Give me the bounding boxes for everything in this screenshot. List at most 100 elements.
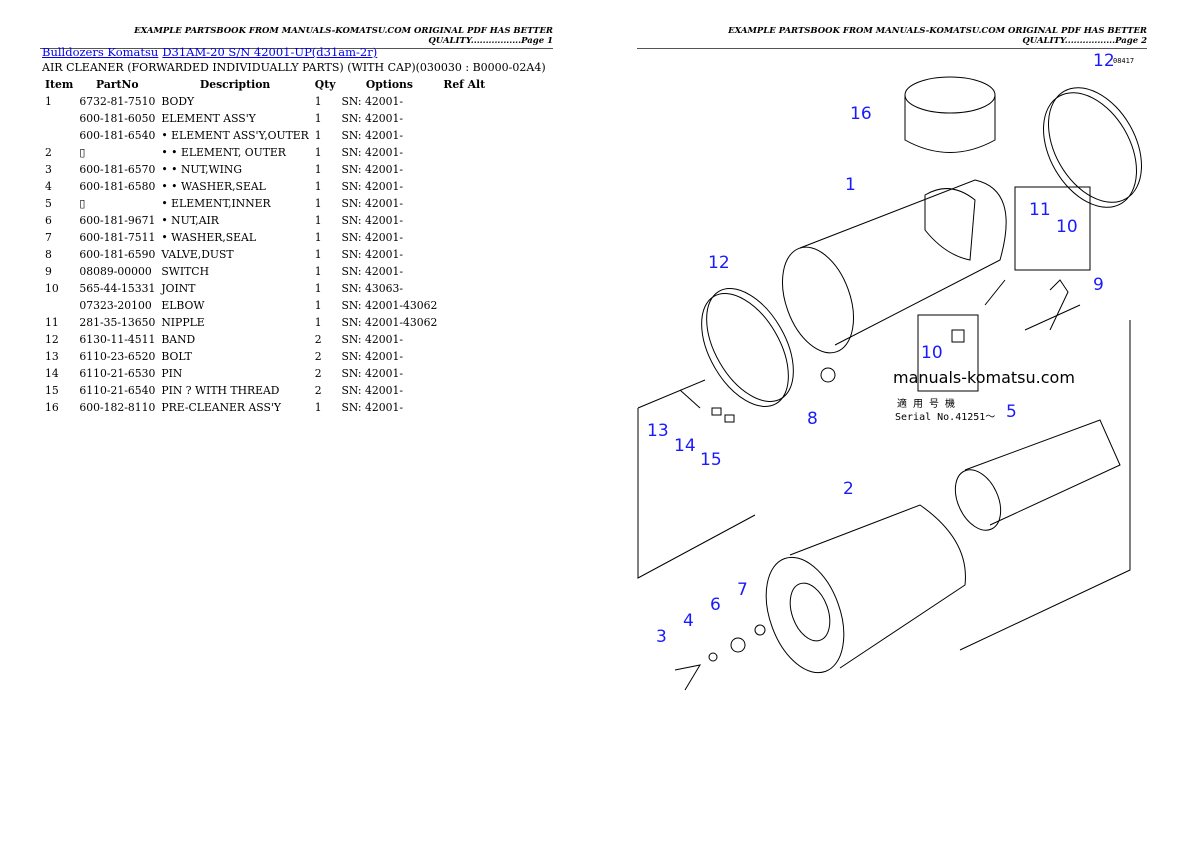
callout-11: 11 (1029, 200, 1051, 220)
cell-item: 12 (45, 333, 59, 346)
callout-6: 6 (710, 595, 721, 615)
cell-qty: 1 (314, 129, 322, 142)
cell-options: SN: 42001- (341, 333, 403, 346)
cell-description: • ELEMENT,INNER (161, 197, 271, 210)
cell-description: ELBOW (161, 299, 205, 312)
section-title: AIR CLEANER (FORWARDED INDIVIDUALLY PART… (42, 61, 546, 74)
callout-7: 7 (737, 580, 748, 600)
cell-qty: 1 (314, 401, 322, 414)
cell-options: SN: 42001- (341, 384, 403, 397)
breadcrumb-link-model[interactable]: D31AM-20 S/N 42001-UP(d31am-2r) (162, 45, 378, 59)
cell-options: SN: 42001- (341, 197, 403, 210)
cell-description: • • NUT,WING (161, 163, 242, 176)
cell-item: 11 (45, 316, 59, 329)
cell-description: • NUT,AIR (161, 214, 219, 227)
column-header: Ref Alt (443, 78, 486, 91)
column-header: Options (365, 78, 413, 91)
cell-item: 4 (45, 180, 52, 193)
cell-qty: 1 (314, 197, 322, 210)
callout-10: 10 (921, 343, 943, 363)
cell-qty: 1 (314, 265, 322, 278)
page-header-right: EXAMPLE PARTSBOOK FROM MANUALS-KOMATSU.C… (637, 26, 1147, 49)
cell-qty: 1 (314, 316, 322, 329)
cell-description: JOINT (161, 282, 196, 295)
cell-description: ELEMENT ASS'Y (161, 112, 256, 125)
cell-qty: 1 (314, 163, 322, 176)
cell-options: SN: 42001- (341, 146, 403, 159)
callout-5: 5 (1006, 402, 1017, 422)
cell-description: BODY (161, 95, 195, 108)
cell-qty: 2 (314, 367, 322, 380)
cell-description: • • ELEMENT, OUTER (161, 146, 286, 159)
cell-qty: 1 (314, 299, 322, 312)
cell-partno: 6110-21-6530 (79, 367, 156, 380)
cell-item: 14 (45, 367, 59, 380)
cell-options: SN: 42001- (341, 248, 403, 261)
cell-description: PRE-CLEANER ASS'Y (161, 401, 281, 414)
cell-description: VALVE,DUST (161, 248, 234, 261)
callout-10: 10 (1056, 217, 1078, 237)
breadcrumb-link-brand[interactable]: Bulldozers Komatsu (42, 45, 159, 59)
cell-partno: 600-182-8110 (79, 401, 156, 414)
cell-partno: 08089-00000 (79, 265, 152, 278)
serial-text: Serial No.41251～ (895, 412, 995, 423)
cell-item: 13 (45, 350, 59, 363)
cell-options: SN: 42001-43062 (341, 299, 438, 312)
cell-partno: 6732-81-7510 (79, 95, 156, 108)
callout-8: 8 (807, 409, 818, 429)
cell-options: SN: 42001- (341, 163, 403, 176)
column-header: PartNo (96, 78, 139, 91)
cell-item: 5 (45, 197, 52, 210)
cell-qty: 1 (314, 231, 322, 244)
cell-description: • • WASHER,SEAL (161, 180, 266, 193)
callout-3: 3 (656, 627, 667, 647)
cell-partno: 600-181-6050 (79, 112, 156, 125)
cell-partno: 600-181-6590 (79, 248, 156, 261)
cell-options: SN: 42001- (341, 350, 403, 363)
cell-description: • WASHER,SEAL (161, 231, 257, 244)
cell-item: 7 (45, 231, 52, 244)
cell-options: SN: 42001- (341, 231, 403, 244)
callout-13: 13 (647, 421, 669, 441)
cell-item: 1 (45, 95, 52, 108)
cell-partno: 565-44-15331 (79, 282, 156, 295)
cell-qty: 1 (314, 180, 322, 193)
cell-partno: 600-181-6570 (79, 163, 156, 176)
callout-12: 12 (1093, 51, 1115, 71)
cell-qty: 2 (314, 333, 322, 346)
cell-options: SN: 42001- (341, 180, 403, 193)
cell-options: SN: 42001- (341, 214, 403, 227)
cell-description: • ELEMENT ASS'Y,OUTER (161, 129, 309, 142)
cell-partno: 600-181-9671 (79, 214, 156, 227)
cell-description: BAND (161, 333, 196, 346)
cell-qty: 1 (314, 282, 322, 295)
cell-options: SN: 42001- (341, 265, 403, 278)
cell-item: 2 (45, 146, 52, 159)
cell-item: 16 (45, 401, 59, 414)
cell-item: 9 (45, 265, 52, 278)
cell-partno: 6110-23-6520 (79, 350, 156, 363)
cell-partno: 6130-11-4511 (79, 333, 156, 346)
cell-item: 8 (45, 248, 52, 261)
cell-qty: 1 (314, 214, 322, 227)
cell-qty: 1 (314, 248, 322, 261)
diagram-drawing (637, 76, 1142, 691)
callout-2: 2 (843, 479, 854, 499)
cell-description: PIN ? WITH THREAD (161, 384, 280, 397)
page-header-left: EXAMPLE PARTSBOOK FROM MANUALS-KOMATSU.C… (40, 26, 553, 49)
cell-options: SN: 42001-43062 (341, 316, 438, 329)
cell-qty: 1 (314, 112, 322, 125)
cell-item: 10 (45, 282, 59, 295)
